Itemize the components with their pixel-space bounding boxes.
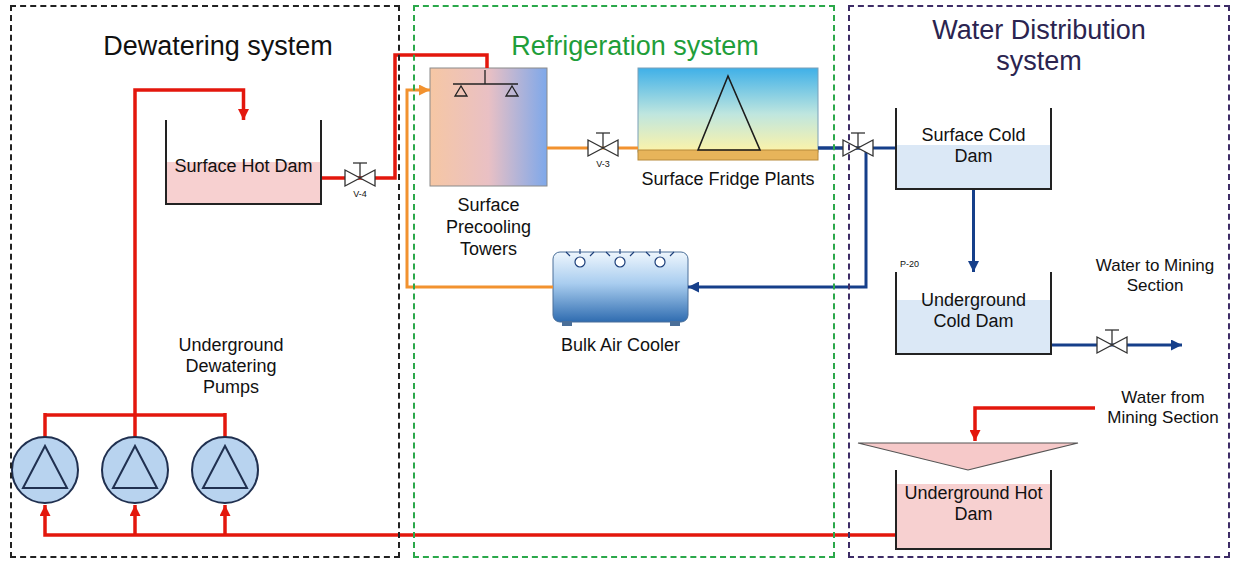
bac-leg	[562, 321, 572, 326]
equipment-label: Surface Precooling Towers	[430, 194, 547, 260]
system-region: Refrigeration systemSurface Precooling T…	[413, 5, 835, 558]
system-region: Dewatering systemSurface Hot DamUndergro…	[10, 5, 400, 558]
bac-lamps	[566, 249, 674, 267]
cold-dam-tank: Surface Cold Dam	[895, 108, 1052, 190]
valve-symbol	[588, 133, 618, 156]
pump-tag: P-20	[900, 259, 940, 270]
cold-dam-tank: Underground Cold Dam	[895, 272, 1052, 355]
valve-symbol	[843, 133, 873, 156]
dam-label: Surface Cold Dam	[903, 125, 1044, 167]
bac-body	[553, 252, 688, 322]
fridge-body	[638, 68, 818, 152]
valve-label: V-3	[583, 159, 623, 170]
pipe-connector	[407, 90, 553, 287]
pipe-connector	[45, 505, 895, 535]
valve-symbol	[345, 163, 375, 186]
inflow-line	[975, 408, 1095, 441]
tower-sprinkler	[453, 70, 518, 96]
region-title: Dewatering system	[68, 31, 368, 62]
fridge-base	[638, 150, 818, 160]
pump-impeller	[23, 446, 247, 488]
flow-label: Water from Mining Section	[1096, 388, 1230, 428]
fridge-triangle	[698, 76, 760, 150]
tower-body	[430, 68, 547, 186]
dam-label: Underground Cold Dam	[903, 290, 1044, 332]
valve-label: V-4	[340, 189, 380, 200]
dam-label: Surface Hot Dam	[173, 156, 314, 177]
pump-label: Underground Dewatering Pumps	[160, 335, 302, 398]
pump-symbol	[12, 437, 258, 503]
equipment-label: Surface Fridge Plants	[638, 168, 818, 190]
pipe-connector	[322, 55, 487, 178]
fridge-plant: Surface Fridge Plants	[638, 68, 818, 192]
pump-group: Underground Dewatering Pumps	[12, 335, 302, 505]
pipe-connector	[972, 190, 975, 272]
pipe-connector	[135, 90, 244, 335]
bulk-air-cooler: Bulk Air Cooler	[553, 252, 688, 358]
pipe-connector	[688, 148, 866, 287]
equipment-label: Bulk Air Cooler	[553, 334, 688, 356]
dam-label: Underground Hot Dam	[903, 483, 1044, 525]
region-title: Water Distribution system	[904, 15, 1174, 77]
region-title: Refrigeration system	[475, 31, 795, 62]
bac-leg	[670, 321, 680, 326]
precooling-tower: Surface Precooling Towers	[430, 68, 547, 262]
hot-dam-tank: Surface Hot Dam	[165, 120, 322, 205]
inflow-funnel	[858, 443, 1078, 470]
flow-label: Water to Mining Section	[1080, 256, 1230, 296]
valve-symbol	[1097, 330, 1127, 353]
hot-dam-tank: Underground Hot Dam	[895, 470, 1052, 550]
